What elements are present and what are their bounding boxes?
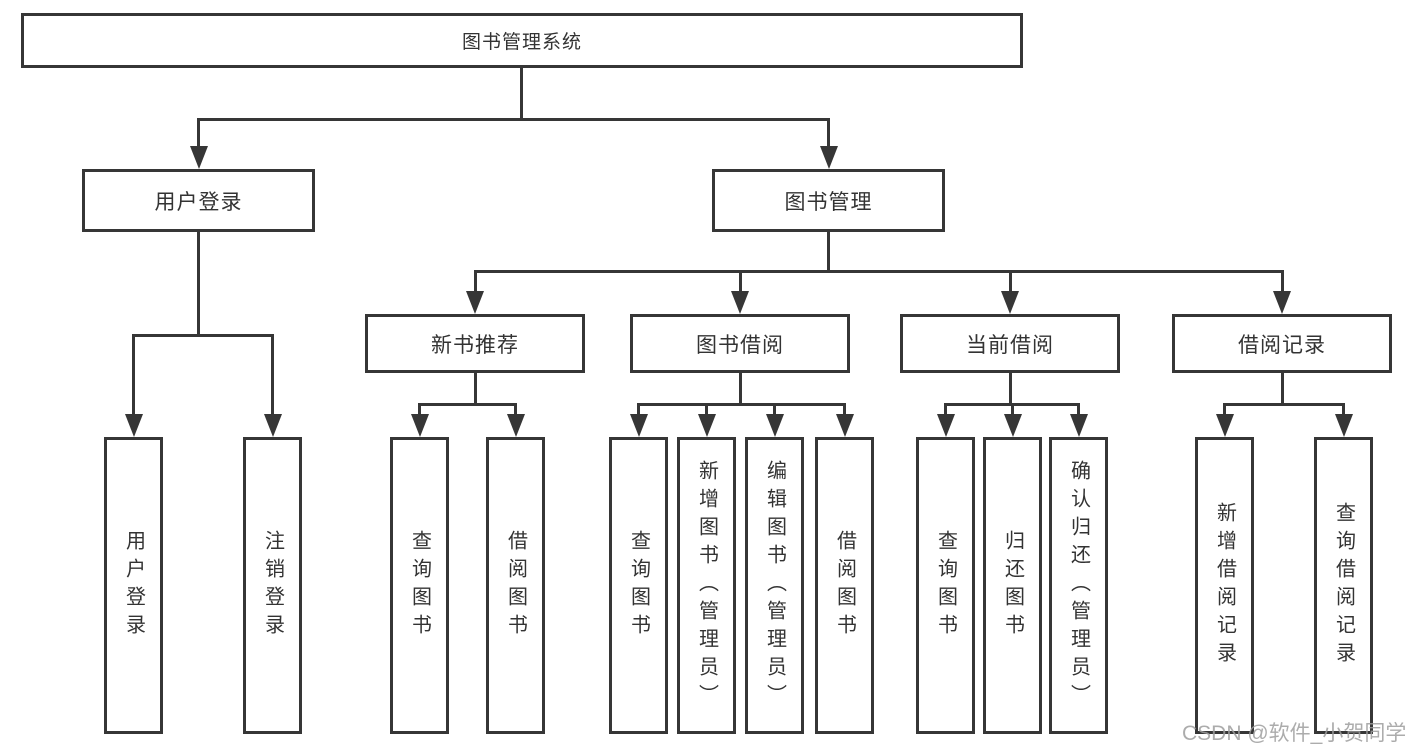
connector-level3-branch bbox=[474, 270, 1284, 273]
leaf-borrow-book-1: 借阅图书 bbox=[486, 437, 545, 734]
arrow-down-icon bbox=[507, 414, 525, 437]
connector-branch bbox=[1223, 403, 1345, 406]
leaf-confirm-return-admin: 确认归还（管理员） bbox=[1049, 437, 1108, 734]
leaf-query-book-2-label: 查询图书 bbox=[627, 529, 650, 642]
connector-stem bbox=[1009, 373, 1012, 406]
leaf-query-book-1: 查询图书 bbox=[390, 437, 449, 734]
node-root: 图书管理系统 bbox=[21, 13, 1023, 68]
leaf-edit-book-admin-label: 编辑图书（管理员） bbox=[763, 459, 786, 712]
leaf-return-book-label: 归还图书 bbox=[1001, 529, 1024, 642]
node-new-book-recommend: 新书推荐 bbox=[365, 314, 585, 373]
node-book-management: 图书管理 bbox=[712, 169, 945, 232]
leaf-query-book-3-label: 查询图书 bbox=[934, 529, 957, 642]
connector-stem bbox=[705, 403, 708, 417]
connector-root-stem bbox=[520, 68, 523, 121]
node-current-borrowing: 当前借阅 bbox=[900, 314, 1120, 373]
node-book-borrowing: 图书借阅 bbox=[630, 314, 850, 373]
arrow-down-icon bbox=[766, 414, 784, 437]
connector-user-login-down bbox=[197, 232, 200, 337]
arrow-down-icon bbox=[1273, 291, 1291, 314]
leaf-logout-label: 注销登录 bbox=[261, 529, 284, 642]
connector-stem bbox=[739, 270, 742, 294]
connector-user-login-stem bbox=[197, 118, 200, 149]
connector-book-mgmt-stem bbox=[827, 118, 830, 149]
connector-branch bbox=[637, 403, 846, 406]
node-borrowing-records-label: 借阅记录 bbox=[1238, 333, 1326, 357]
connector-book-mgmt-down bbox=[827, 232, 830, 273]
arrow-down-icon bbox=[1004, 414, 1022, 437]
arrow-down-icon bbox=[698, 414, 716, 437]
connector-stem bbox=[1009, 270, 1012, 294]
connector-stem bbox=[474, 270, 477, 294]
csdn-watermark: CSDN @软件_小贺同学 bbox=[1182, 722, 1405, 745]
connector-level2-branch bbox=[197, 118, 830, 121]
arrow-down-icon bbox=[466, 291, 484, 314]
connector-stem bbox=[944, 403, 947, 417]
node-user-login-label: 用户登录 bbox=[154, 190, 243, 214]
node-book-management-label: 图书管理 bbox=[784, 190, 873, 214]
connector-branch bbox=[418, 403, 517, 406]
arrow-down-icon bbox=[937, 414, 955, 437]
leaf-query-borrow-record-label: 查询借阅记录 bbox=[1332, 501, 1355, 670]
leaf-borrow-book-1-label: 借阅图书 bbox=[504, 529, 527, 642]
leaf-user-login: 用户登录 bbox=[104, 437, 163, 734]
leaf-add-book-admin: 新增图书（管理员） bbox=[677, 437, 736, 734]
leaf-user-login-label: 用户登录 bbox=[122, 529, 145, 642]
leaf-borrow-book-2-label: 借阅图书 bbox=[833, 529, 856, 642]
leaf-query-book-3: 查询图书 bbox=[916, 437, 975, 734]
connector-stem bbox=[1342, 403, 1345, 417]
connector-user-login-branch bbox=[132, 334, 274, 337]
arrow-down-icon bbox=[1001, 291, 1019, 314]
leaf-add-book-admin-label: 新增图书（管理员） bbox=[695, 459, 718, 712]
leaf-query-book-1-label: 查询图书 bbox=[408, 529, 431, 642]
node-root-label: 图书管理系统 bbox=[461, 32, 582, 53]
arrow-down-icon bbox=[1070, 414, 1088, 437]
connector-stem bbox=[474, 373, 477, 406]
connector-stem bbox=[1011, 403, 1014, 417]
node-current-borrowing-label: 当前借阅 bbox=[966, 333, 1054, 357]
leaf-edit-book-admin: 编辑图书（管理员） bbox=[745, 437, 804, 734]
connector-stem bbox=[843, 403, 846, 417]
connector-stem bbox=[773, 403, 776, 417]
leaf-query-book-2: 查询图书 bbox=[609, 437, 668, 734]
leaf-return-book: 归还图书 bbox=[983, 437, 1042, 734]
leaf-add-borrow-record: 新增借阅记录 bbox=[1195, 437, 1254, 734]
arrow-down-icon bbox=[1335, 414, 1353, 437]
arrow-down-icon bbox=[264, 414, 282, 437]
arrow-down-icon bbox=[820, 146, 838, 169]
connector-stem bbox=[1223, 403, 1226, 417]
node-new-book-recommend-label: 新书推荐 bbox=[431, 333, 519, 357]
leaf-confirm-return-admin-label: 确认归还（管理员） bbox=[1067, 459, 1090, 712]
arrow-down-icon bbox=[190, 146, 208, 169]
arrow-down-icon bbox=[731, 291, 749, 314]
connector-stem bbox=[1281, 373, 1284, 406]
leaf-borrow-book-2: 借阅图书 bbox=[815, 437, 874, 734]
node-user-login: 用户登录 bbox=[82, 169, 315, 232]
arrow-down-icon bbox=[411, 414, 429, 437]
leaf-add-borrow-record-label: 新增借阅记录 bbox=[1213, 501, 1236, 670]
connector-stem bbox=[637, 403, 640, 417]
leaf-query-borrow-record: 查询借阅记录 bbox=[1314, 437, 1373, 734]
connector-stem bbox=[271, 334, 274, 417]
connector-stem bbox=[1077, 403, 1080, 417]
arrow-down-icon bbox=[125, 414, 143, 437]
node-borrowing-records: 借阅记录 bbox=[1172, 314, 1392, 373]
connector-stem bbox=[1281, 270, 1284, 294]
connector-stem bbox=[514, 403, 517, 417]
leaf-logout: 注销登录 bbox=[243, 437, 302, 734]
arrow-down-icon bbox=[1216, 414, 1234, 437]
arrow-down-icon bbox=[630, 414, 648, 437]
node-book-borrowing-label: 图书借阅 bbox=[696, 333, 784, 357]
connector-stem bbox=[739, 373, 742, 406]
connector-stem bbox=[418, 403, 421, 417]
arrow-down-icon bbox=[836, 414, 854, 437]
connector-stem bbox=[132, 334, 135, 417]
